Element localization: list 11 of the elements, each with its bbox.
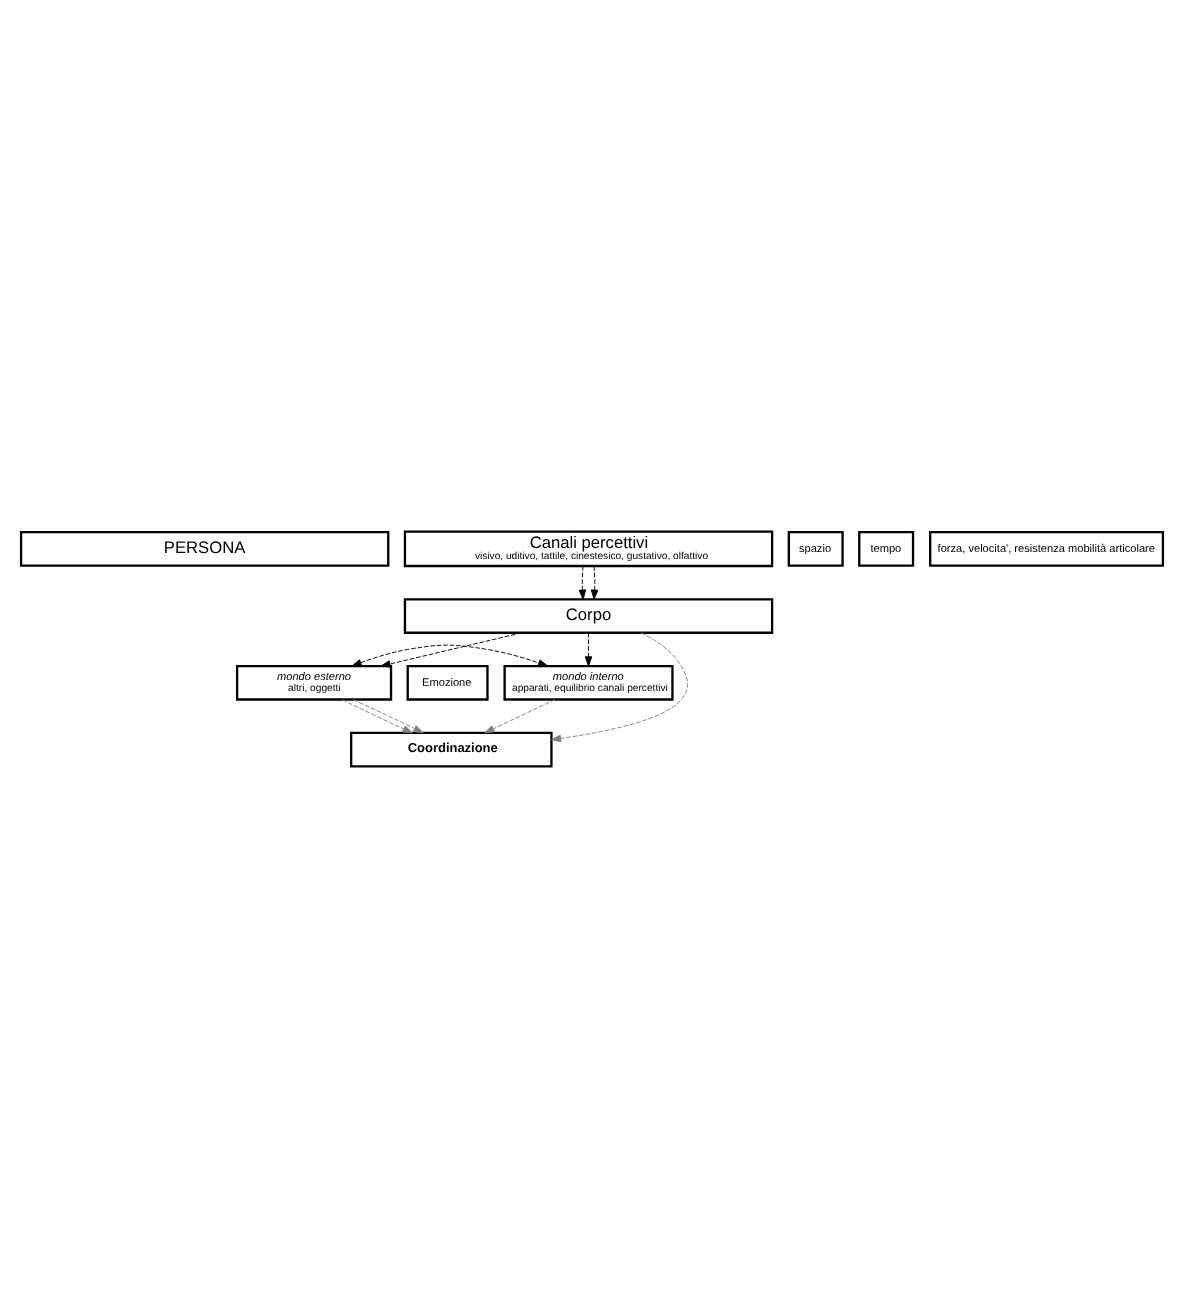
arrow (590, 565, 599, 600)
arrow (380, 632, 523, 668)
arrow (351, 644, 549, 667)
arrow (341, 699, 413, 734)
node-box: Corpo (403, 598, 774, 634)
arrow (584, 632, 593, 667)
arrow (578, 565, 587, 600)
node-box: PERSONA (19, 531, 390, 567)
arrow (484, 699, 556, 734)
arrow (550, 632, 689, 743)
arrow (352, 699, 424, 734)
